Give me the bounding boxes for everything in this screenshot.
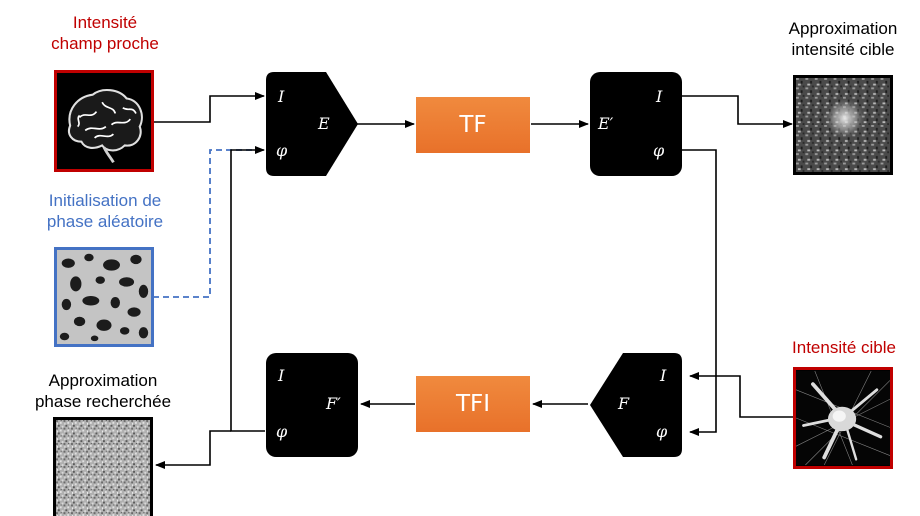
image-near-field-brain bbox=[54, 70, 154, 172]
label-near-field-intensity: Intensité champ proche bbox=[40, 12, 170, 54]
neuron-icon bbox=[796, 370, 890, 466]
block-e bbox=[266, 72, 358, 176]
block-f-prime-output-phi: φ bbox=[276, 422, 288, 441]
image-target-neuron bbox=[793, 367, 893, 469]
arrow-f-prime-to-output bbox=[155, 430, 231, 469]
block-f-prime-output-i: I bbox=[278, 366, 285, 385]
label-near-field-line2: champ proche bbox=[51, 34, 159, 53]
arrow-e-prime-phi-to-f bbox=[680, 149, 717, 436]
approx-target-texture bbox=[796, 78, 890, 172]
block-f-prime-input-f: F′ bbox=[326, 394, 341, 413]
image-approx-phase bbox=[53, 417, 153, 516]
block-tf: TF bbox=[416, 97, 530, 153]
label-target-intensity: Intensité cible bbox=[770, 337, 918, 358]
block-tfi: TFI bbox=[416, 376, 530, 432]
block-e-prime bbox=[590, 72, 682, 176]
block-f-input-i: I bbox=[660, 366, 667, 385]
label-approx-phase-line2: phase recherchée bbox=[34, 392, 172, 411]
label-target-intensity-text: Intensité cible bbox=[792, 338, 896, 357]
label-approx-phase: Approximation phase recherchée bbox=[28, 370, 178, 412]
block-f bbox=[590, 353, 682, 457]
label-approx-phase-line1: Approximation bbox=[48, 371, 158, 390]
block-e-output-e: E bbox=[318, 114, 330, 133]
block-e-prime-output-i: I bbox=[656, 87, 663, 106]
arrow-target-to-f bbox=[689, 372, 793, 418]
arrow-f-prime-phi-to-e bbox=[230, 146, 265, 432]
image-approx-target bbox=[793, 75, 893, 175]
label-approx-target-line1: Approximation bbox=[788, 19, 898, 38]
label-near-field-line1: Intensité bbox=[72, 13, 138, 32]
block-f-input-phi: φ bbox=[656, 422, 668, 441]
label-random-phase-init: Initialisation de phase aléatoire bbox=[25, 190, 185, 232]
block-e-prime-input-e: E′ bbox=[598, 114, 614, 133]
label-approx-target-line2: intensité cible bbox=[791, 40, 895, 59]
image-random-phase bbox=[54, 247, 154, 347]
arrow-near-field-to-e bbox=[153, 92, 265, 123]
arrow-e-prime-to-approx-target bbox=[680, 95, 793, 128]
block-e-input-phi: φ bbox=[276, 141, 288, 160]
block-e-input-i: I bbox=[278, 87, 285, 106]
block-e-prime-output-phi: φ bbox=[653, 141, 665, 160]
approx-phase-texture bbox=[56, 420, 150, 516]
label-init-phase-line2: phase aléatoire bbox=[46, 212, 164, 231]
label-init-phase-line1: Initialisation de bbox=[48, 191, 162, 210]
block-f-output-f: F bbox=[618, 394, 630, 413]
brain-icon bbox=[57, 74, 151, 168]
block-f-prime bbox=[266, 353, 358, 457]
random-phase-texture bbox=[57, 250, 151, 344]
label-approx-target: Approximation intensité cible bbox=[768, 18, 918, 60]
